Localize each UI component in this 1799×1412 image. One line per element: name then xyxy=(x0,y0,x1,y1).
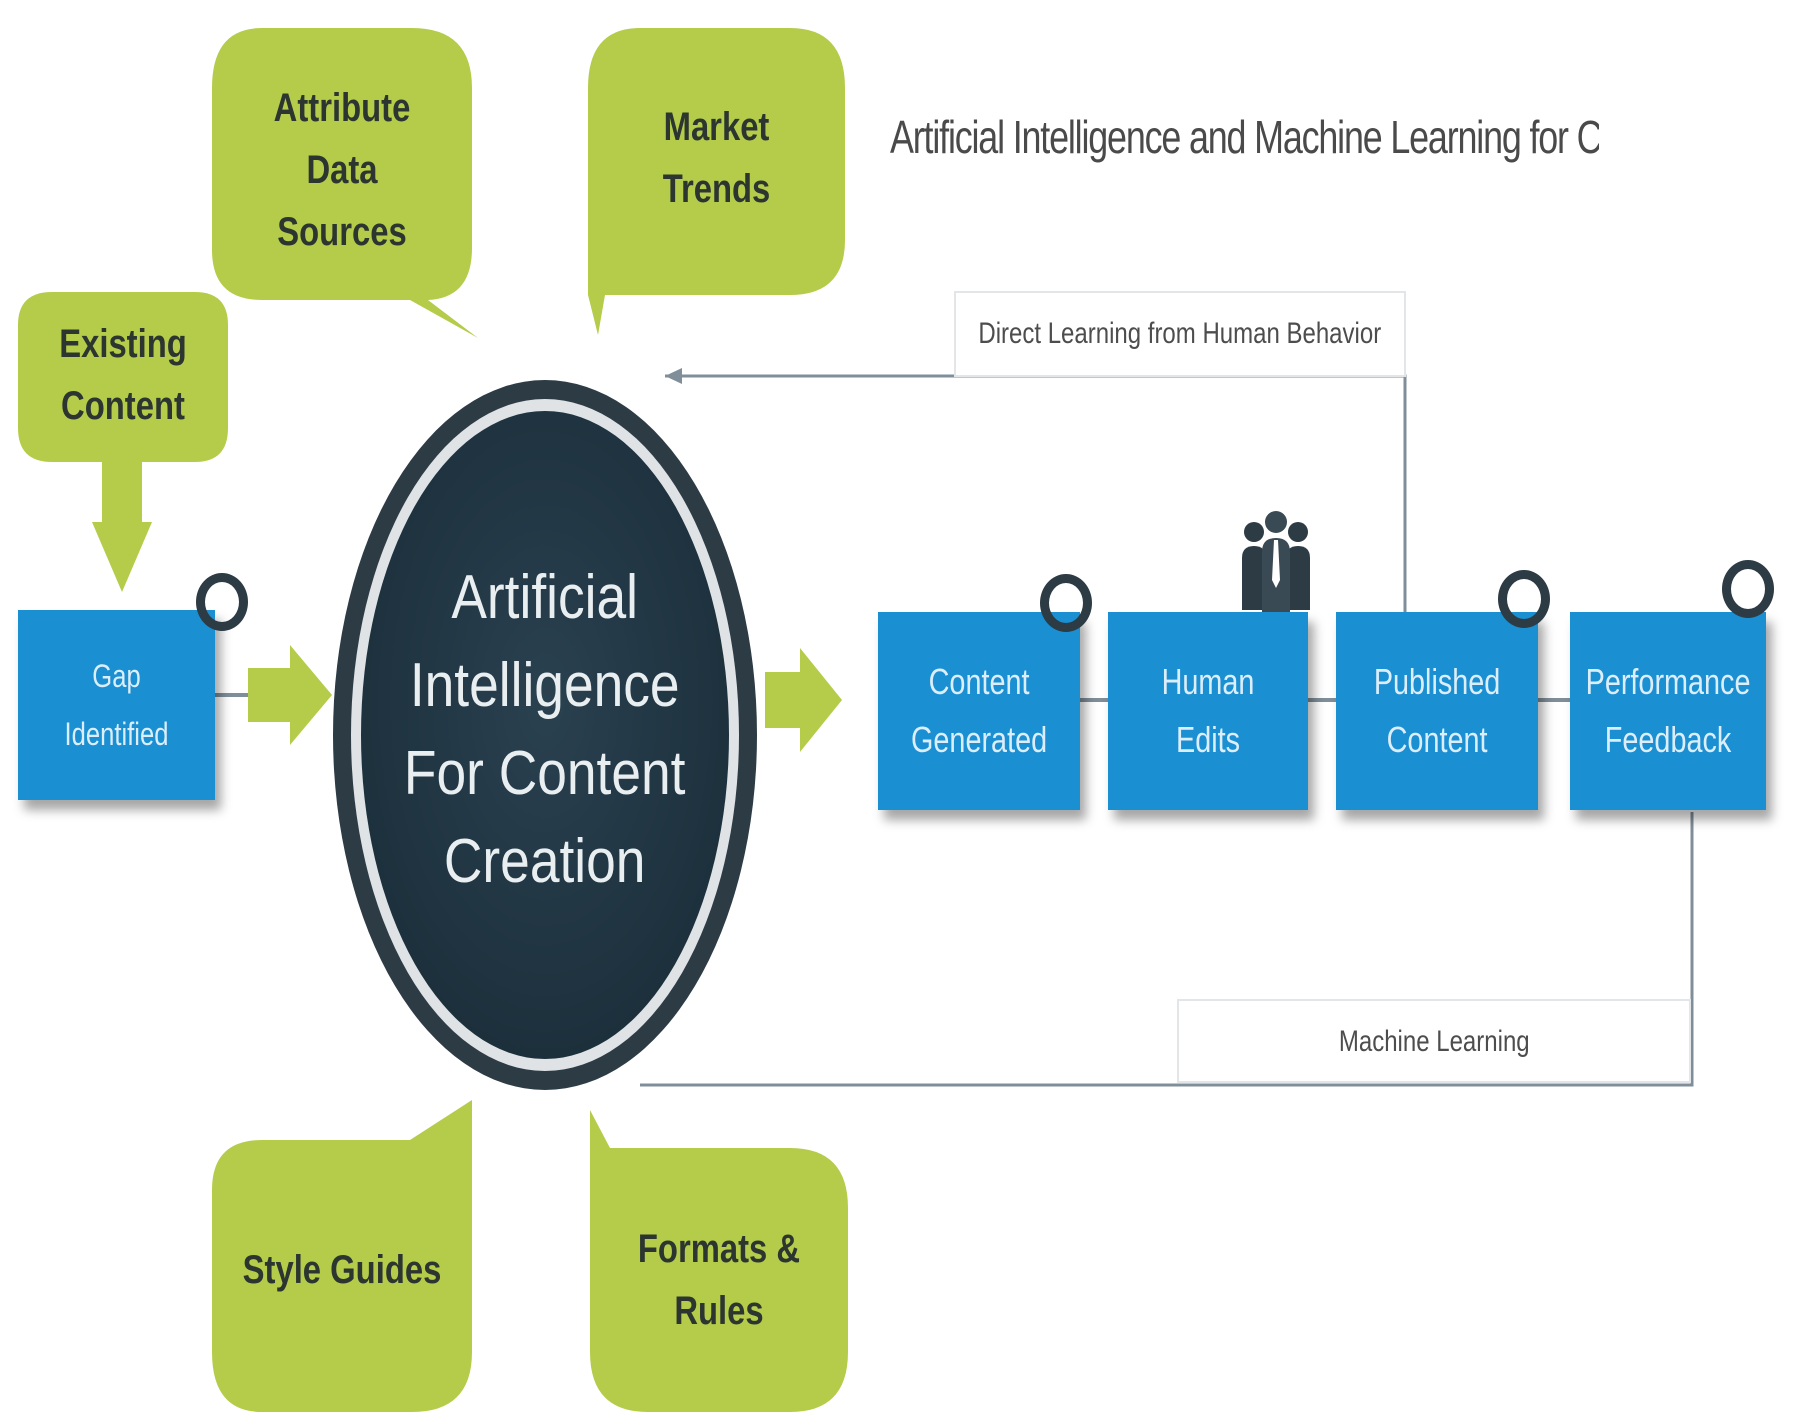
published-content-ring-connector-icon xyxy=(1498,570,1550,628)
gap-ring-connector-icon xyxy=(196,573,248,631)
machine-learning-label-frame xyxy=(1177,999,1691,1083)
machine-learning-label: Machine Learning xyxy=(1338,1025,1530,1058)
callout-style-guides xyxy=(212,1100,472,1412)
center-circle-inner xyxy=(361,411,729,1059)
style-guides-label: Style Guides xyxy=(242,1248,442,1292)
direct-learning-label-frame xyxy=(954,291,1406,377)
callout-market-trends xyxy=(588,28,845,335)
arrow-existing-to-gap xyxy=(92,462,152,592)
diagram-title: Artificial Intelligence and Machine Lear… xyxy=(890,111,1600,163)
content-generated-box: Content Generated xyxy=(878,612,1080,810)
callout-formats-rules xyxy=(590,1110,848,1412)
arrow-gap-to-center xyxy=(248,645,332,745)
direct-learning-label: Direct Learning from Human Behavior xyxy=(978,317,1382,350)
performance-feedback-box: Performance Feedback xyxy=(1570,612,1766,810)
loop-direct-learning-arrowhead xyxy=(665,368,682,384)
title-container: Artificial Intelligence and Machine Lear… xyxy=(890,110,1799,174)
attribute-data-sources-label: Attribute Data Sources xyxy=(273,86,411,254)
arrow-center-to-process xyxy=(765,648,842,752)
people-group-icon xyxy=(1242,511,1310,612)
center-ai-label: Artificial Intelligence For Content Crea… xyxy=(404,563,686,896)
gap-identified-box: Gap Identified xyxy=(18,610,215,800)
published-content-box: Published Content xyxy=(1336,612,1538,810)
market-trends-label: Market Trends xyxy=(662,105,771,211)
content-generated-ring-connector-icon xyxy=(1040,574,1092,632)
performance-feedback-ring-connector-icon xyxy=(1722,560,1774,618)
human-edits-box: Human Edits xyxy=(1108,612,1308,810)
formats-rules-label: Formats & Rules xyxy=(637,1227,801,1333)
callout-existing-content xyxy=(18,292,228,462)
loop-machine-learning xyxy=(640,812,1694,1087)
callout-attribute-data-sources xyxy=(212,28,478,338)
existing-content-label: Existing Content xyxy=(59,322,187,428)
